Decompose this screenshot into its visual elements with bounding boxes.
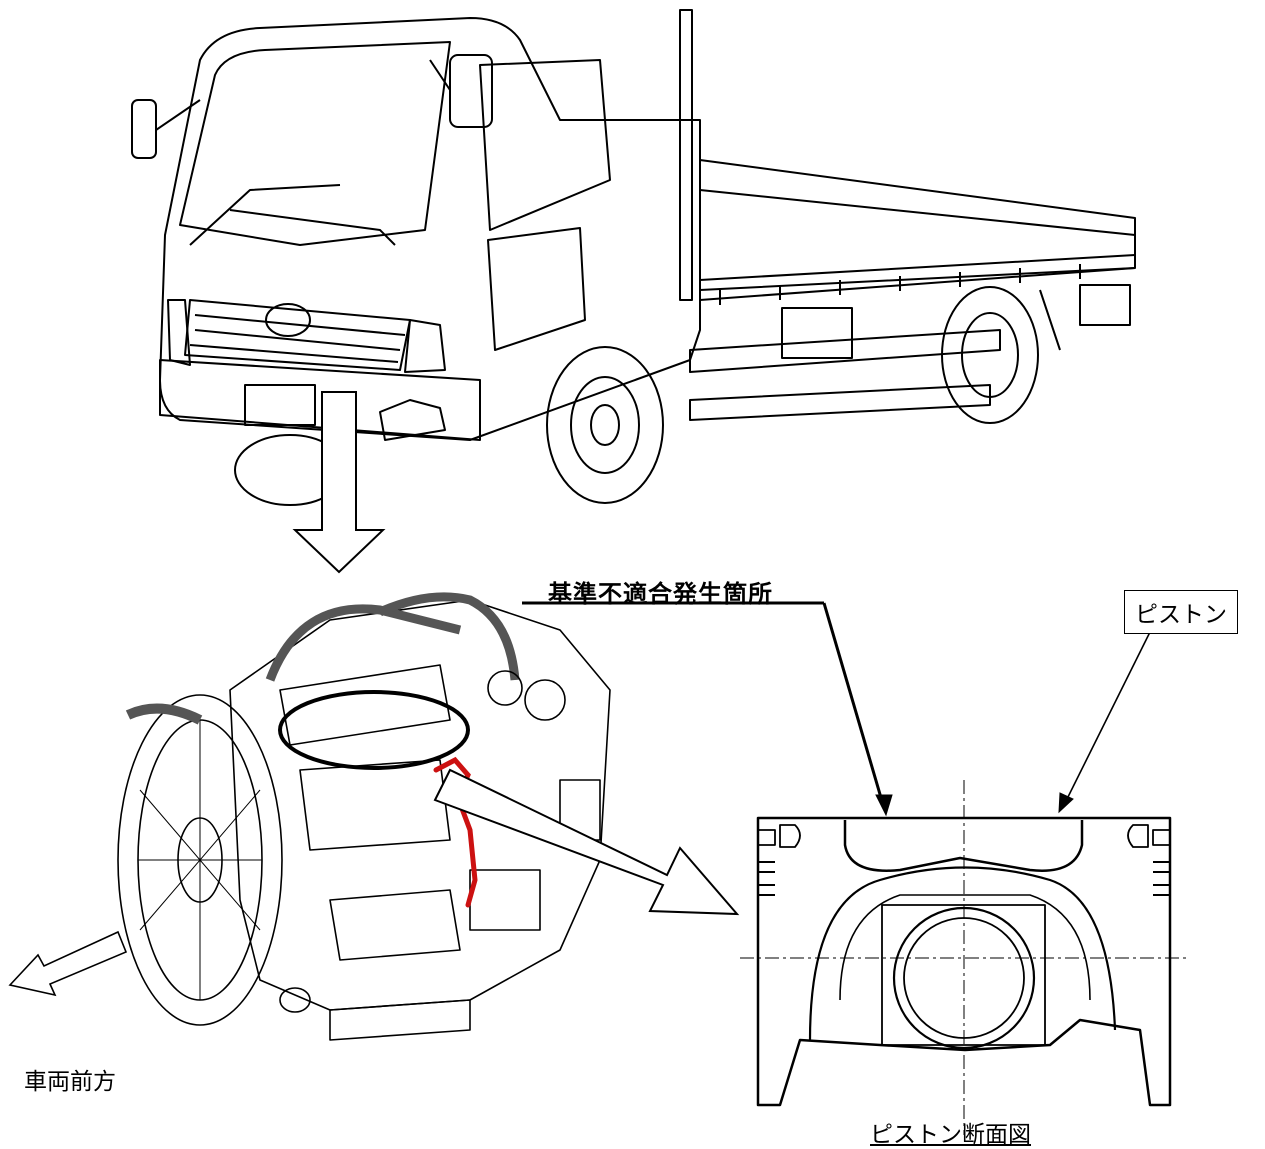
diagonal-arrow-icon: [433, 768, 740, 916]
leader-lines: [522, 601, 1153, 817]
defect-location-label: 基準不適合発生箇所: [548, 580, 773, 608]
defect-area-ellipse: [278, 690, 470, 770]
piston-label: ピストン: [1124, 590, 1238, 634]
vehicle-front-arrow-icon: [8, 930, 128, 997]
truck-illustration: [131, 9, 1136, 506]
engine-illustration: [117, 592, 611, 1041]
vehicle-front-label: 車両前方: [24, 1069, 116, 1095]
piston-center-lines: [740, 780, 1190, 1135]
down-arrow-icon: [292, 391, 386, 574]
piston-section-caption: ピストン断面図: [870, 1122, 1031, 1148]
